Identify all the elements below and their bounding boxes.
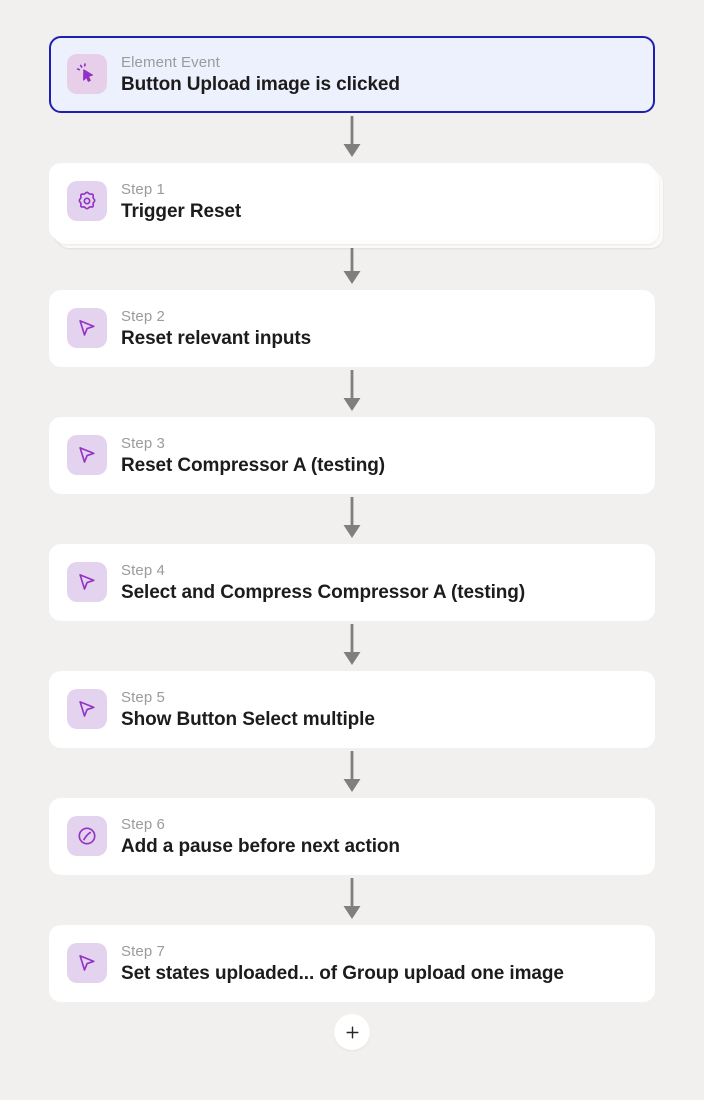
card-eyebrow: Step 4 xyxy=(121,562,165,579)
connector-arrow xyxy=(0,240,704,290)
connector-arrow xyxy=(0,113,704,163)
card-eyebrow: Step 2 xyxy=(121,308,165,325)
workflow-node-7[interactable]: Step 6 Add a pause before next action xyxy=(49,798,655,875)
card-title: Set states uploaded... of Group upload o… xyxy=(121,963,564,984)
cursor-arrow-icon xyxy=(67,562,107,602)
cursor-arrow-icon xyxy=(67,308,107,348)
card-title: Trigger Reset xyxy=(121,201,242,222)
workflow-card[interactable]: Step 6 Add a pause before next action xyxy=(49,798,655,875)
workflow-node-5[interactable]: Step 4 Select and Compress Compressor A … xyxy=(49,544,655,621)
card-eyebrow: Step 7 xyxy=(121,943,165,960)
workflow-node-8[interactable]: Step 7 Set states uploaded... of Group u… xyxy=(49,925,655,1002)
connector-arrow xyxy=(0,494,704,544)
add-action-button[interactable] xyxy=(334,1014,370,1050)
workflow-node-2[interactable]: Step 1 Trigger Reset xyxy=(49,163,663,248)
card-eyebrow: Step 3 xyxy=(121,435,165,452)
card-title: Add a pause before next action xyxy=(121,836,400,857)
card-title: Reset relevant inputs xyxy=(121,328,312,349)
cursor-click-icon xyxy=(67,54,107,94)
card-labels: Step 4 Select and Compress Compressor A … xyxy=(121,560,525,605)
workflow-node-6[interactable]: Step 5 Show Button Select multiple xyxy=(49,671,655,748)
card-eyebrow: Step 5 xyxy=(121,689,165,706)
workflow-card[interactable]: Step 1 Trigger Reset xyxy=(49,163,655,240)
card-labels: Step 6 Add a pause before next action xyxy=(121,814,400,859)
workflow-node-4[interactable]: Step 3 Reset Compressor A (testing) xyxy=(49,417,655,494)
add-action-row xyxy=(0,1014,704,1050)
workflow-card[interactable]: Step 3 Reset Compressor A (testing) xyxy=(49,417,655,494)
card-eyebrow: Step 6 xyxy=(121,816,165,833)
cursor-arrow-icon xyxy=(67,689,107,729)
card-labels: Step 7 Set states uploaded... of Group u… xyxy=(121,941,564,986)
card-title: Button Upload image is clicked xyxy=(121,74,400,95)
workflow-card[interactable]: Step 7 Set states uploaded... of Group u… xyxy=(49,925,655,1002)
card-title: Reset Compressor A (testing) xyxy=(121,455,385,476)
card-eyebrow: Step 1 xyxy=(121,181,165,198)
connector-arrow xyxy=(0,748,704,798)
workflow-card[interactable]: Element Event Button Upload image is cli… xyxy=(49,36,655,113)
card-labels: Element Event Button Upload image is cli… xyxy=(121,52,400,97)
connector-arrow xyxy=(0,875,704,925)
card-labels: Step 3 Reset Compressor A (testing) xyxy=(121,433,385,478)
card-labels: Step 5 Show Button Select multiple xyxy=(121,687,375,732)
cursor-arrow-icon xyxy=(67,943,107,983)
card-labels: Step 1 Trigger Reset xyxy=(121,179,241,224)
pause-slash-circle-icon xyxy=(67,816,107,856)
card-title: Select and Compress Compressor A (testin… xyxy=(121,582,526,603)
card-title: Show Button Select multiple xyxy=(121,709,375,730)
card-eyebrow: Element Event xyxy=(121,54,220,71)
workflow-card[interactable]: Step 2 Reset relevant inputs xyxy=(49,290,655,367)
cursor-arrow-icon xyxy=(67,435,107,475)
gear-icon xyxy=(67,181,107,221)
workflow-card[interactable]: Step 4 Select and Compress Compressor A … xyxy=(49,544,655,621)
connector-arrow xyxy=(0,621,704,671)
connector-arrow xyxy=(0,367,704,417)
workflow-card[interactable]: Step 5 Show Button Select multiple xyxy=(49,671,655,748)
card-labels: Step 2 Reset relevant inputs xyxy=(121,306,311,351)
workflow-node-3[interactable]: Step 2 Reset relevant inputs xyxy=(49,290,655,367)
workflow-node-1[interactable]: Element Event Button Upload image is cli… xyxy=(49,36,655,113)
